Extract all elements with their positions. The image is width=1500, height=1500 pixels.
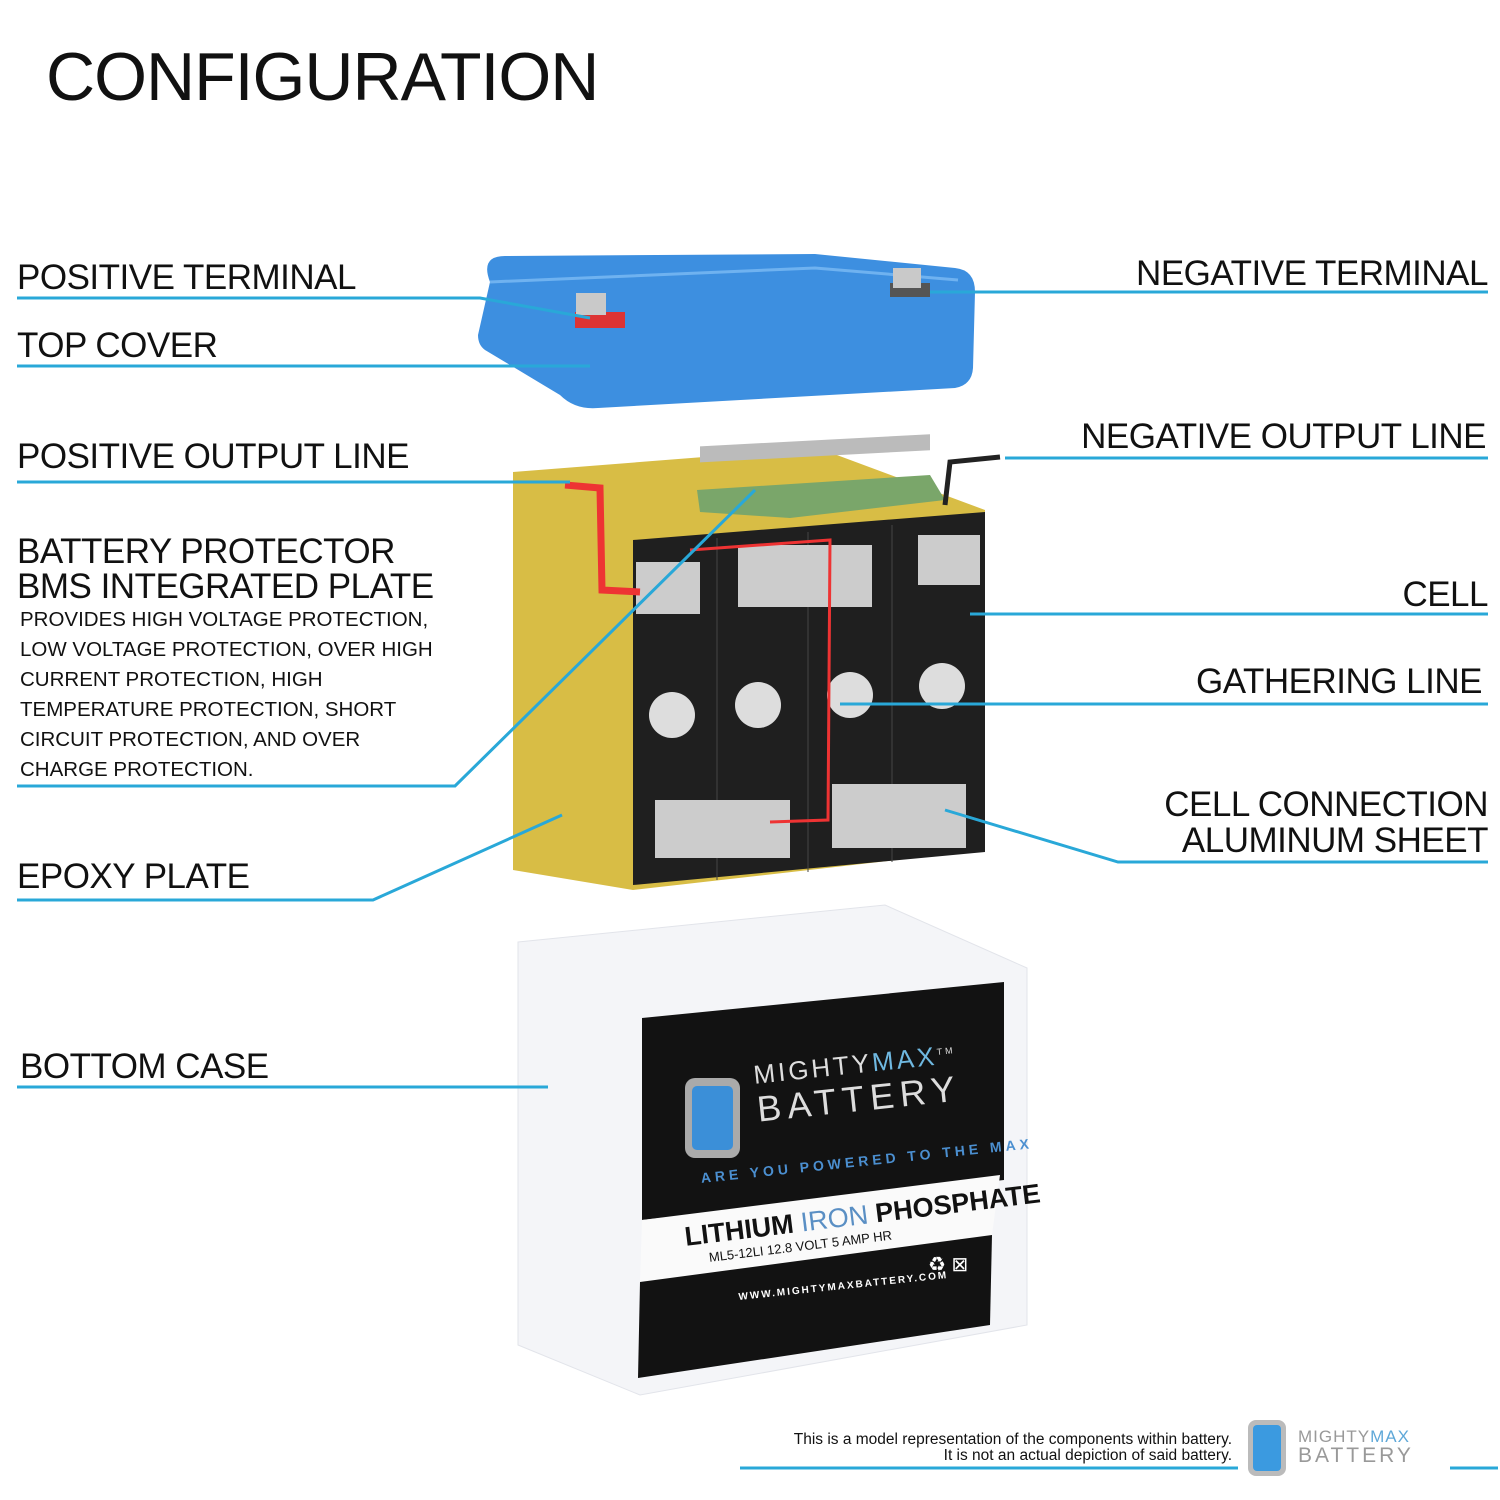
epoxy-plate [513, 434, 1001, 890]
negative-output-line [942, 454, 1001, 506]
battery-logo-icon [1248, 1420, 1286, 1476]
label-bottom-case: BOTTOM CASE [20, 1047, 269, 1086]
label-aluminum-sheet: ALUMINUM SHEET [1181, 821, 1489, 860]
disclaimer-line: It is not an actual depiction of said ba… [943, 1447, 1232, 1464]
label-epoxy-plate: EPOXY PLATE [17, 857, 250, 896]
disclaimer-line: This is a model representation of the co… [793, 1431, 1232, 1448]
label-negative-terminal: NEGATIVE TERMINAL [1136, 254, 1488, 293]
label-gathering-line: GATHERING LINE [1195, 662, 1483, 701]
disclaimer: This is a model representation of the co… [794, 1432, 1232, 1464]
label-positive-output-line: POSITIVE OUTPUT LINE [17, 437, 409, 476]
footer-logo: MIGHTYMAX BATTERY [1298, 1427, 1414, 1467]
leader-lines [17, 290, 1498, 1470]
top-cover [478, 254, 975, 409]
bms-description: PROVIDES HIGH VOLTAGE PROTECTION, LOW VO… [20, 605, 433, 785]
page-title: CONFIGURATION [46, 39, 599, 115]
desc-line: LOW VOLTAGE PROTECTION, OVER HIGH [20, 638, 433, 661]
aluminum-sheet [655, 800, 790, 858]
label-cell: CELL [1402, 575, 1488, 614]
desc-line: CIRCUIT PROTECTION, AND OVER [20, 728, 361, 751]
positive-output-line [564, 481, 641, 596]
bms-plate [697, 475, 945, 518]
label-top-cover: TOP COVER [17, 326, 218, 365]
recycle-icon: ♻ ⊠ [928, 1254, 969, 1276]
gathering-line [689, 538, 832, 824]
desc-line: PROVIDES HIGH VOLTAGE PROTECTION, [20, 608, 429, 631]
label-negative-output-line: NEGATIVE OUTPUT LINE [1081, 417, 1486, 456]
label-positive-terminal: POSITIVE TERMINAL [17, 258, 357, 297]
bottom-case [517, 904, 1028, 1396]
desc-line: TEMPERATURE PROTECTION, SHORT [20, 698, 397, 721]
label-cell-connection: CELL CONNECTION [1164, 785, 1488, 824]
positive-terminal [575, 312, 625, 328]
aluminum-sheet [832, 784, 966, 848]
desc-line: CHARGE PROTECTION. [20, 758, 254, 781]
label-battery-protector: BATTERY PROTECTOR [17, 532, 395, 571]
label-bms-plate: BMS INTEGRATED PLATE [17, 567, 434, 606]
desc-line: CURRENT PROTECTION, HIGH [20, 668, 323, 691]
